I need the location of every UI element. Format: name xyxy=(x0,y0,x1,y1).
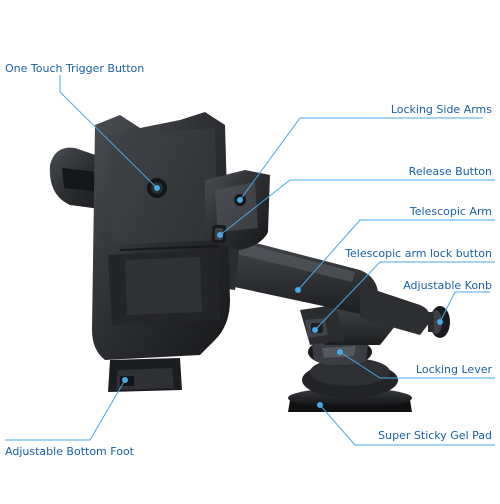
label-release-button: Release Button xyxy=(408,165,492,178)
label-bottom-foot: Adjustable Bottom Foot xyxy=(5,445,134,458)
callout-dot-bottom-foot xyxy=(122,377,128,383)
callout-line-gel-pad xyxy=(319,404,495,446)
callout-dot-side-arms xyxy=(237,197,243,203)
label-telescopic-arm-lock: Telescopic arm lock button xyxy=(345,247,492,260)
label-one-touch-trigger: One Touch Trigger Button xyxy=(5,62,145,75)
callout-dot-release xyxy=(217,232,223,238)
callout-line-trigger xyxy=(59,75,158,189)
callout-dot-knob xyxy=(437,319,443,325)
bottom-foot xyxy=(108,358,182,392)
callout-dot-lever xyxy=(337,349,343,355)
label-adjustable-knob: Adjustable Konb xyxy=(403,279,492,292)
callout-dot-telescopic-arm xyxy=(295,287,301,293)
callout-line-knob xyxy=(439,291,490,323)
gel-pad xyxy=(288,358,412,412)
callout-line-release xyxy=(219,179,495,236)
label-gel-pad: Super Sticky Gel Pad xyxy=(378,429,492,442)
callout-lines xyxy=(5,75,495,446)
callout-dot-arm-lock xyxy=(312,327,318,333)
holder-body xyxy=(92,112,230,360)
callout-dot-trigger xyxy=(154,185,160,191)
label-telescopic-arm: Telescopic Arm xyxy=(409,205,492,218)
telescopic-arm xyxy=(225,235,431,335)
callout-dot-gel-pad xyxy=(317,402,323,408)
label-locking-side-arms: Locking Side Arms xyxy=(390,103,492,116)
callout-line-lever xyxy=(339,351,495,379)
callout-line-telescopic-arm xyxy=(297,219,495,291)
label-locking-lever: Locking Lever xyxy=(415,363,492,376)
callout-line-bottom-foot xyxy=(5,379,126,441)
callout-line-arm-lock xyxy=(314,261,495,331)
adjustable-knob xyxy=(428,306,450,338)
callout-line-side-arms xyxy=(239,117,483,201)
